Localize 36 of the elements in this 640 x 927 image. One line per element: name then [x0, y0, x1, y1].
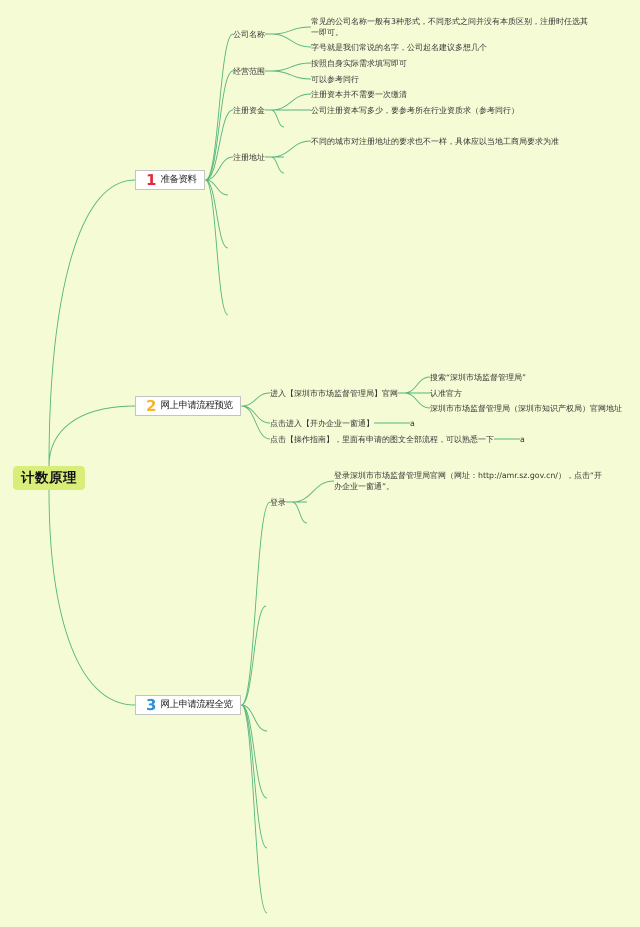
branch-line [241, 704, 268, 848]
branch-line [264, 156, 284, 174]
topic-box [135, 170, 206, 190]
branch-line [241, 392, 270, 406]
topic-label: 网上申请流程全览 [160, 699, 232, 711]
branch-line [264, 34, 312, 48]
branch-line [264, 70, 312, 80]
branch-line [205, 110, 234, 180]
branch-line [205, 180, 228, 248]
topic-box [135, 695, 242, 715]
branch-line [205, 34, 234, 180]
step-number: 2 [146, 398, 156, 414]
step-number: 3 [146, 698, 156, 712]
branch-line [205, 180, 228, 316]
branch-line [494, 438, 520, 440]
central-topic: 计数原理 [13, 466, 85, 490]
branch-line [241, 502, 270, 706]
branch-line [398, 392, 430, 408]
branch-line [241, 704, 268, 732]
topic-box [135, 396, 242, 416]
branch-line [205, 156, 234, 180]
branch-line [241, 406, 270, 424]
branch-line [241, 704, 268, 914]
branch-line [241, 606, 266, 706]
branch-line [374, 422, 410, 424]
branch-line [205, 70, 234, 180]
step-number: 1 [146, 172, 156, 188]
topic-label: 准备资料 [160, 174, 196, 186]
branch-line [48, 490, 136, 706]
branch-line [48, 406, 136, 466]
branch-line [241, 406, 270, 440]
branch-line [286, 502, 308, 524]
branch-line [264, 110, 284, 128]
branch-line [205, 180, 228, 196]
branch-line [241, 704, 268, 798]
topic-label: 网上申请流程预览 [160, 400, 232, 412]
